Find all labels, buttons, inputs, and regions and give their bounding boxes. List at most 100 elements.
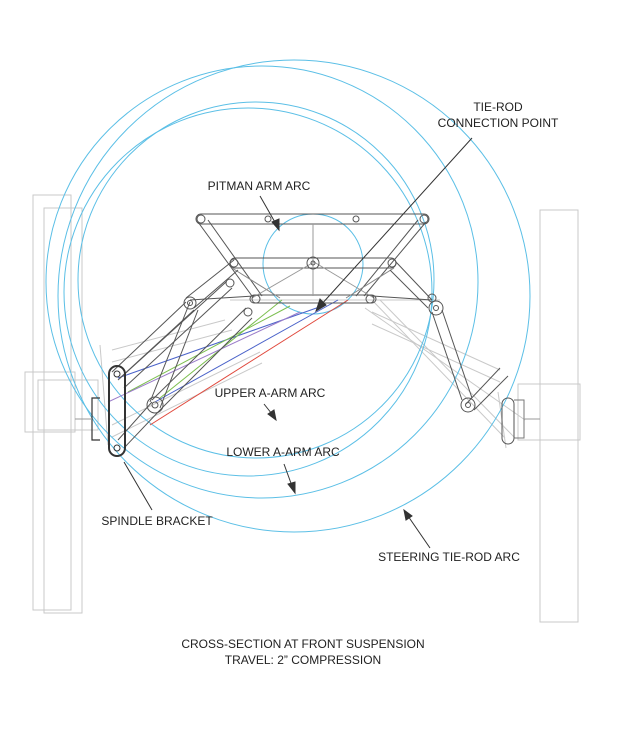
pitman-leader [259, 195, 277, 225]
left-wheel-outline-inner [43, 207, 83, 614]
pitman-pivot-inner [310, 260, 316, 266]
left-frame-diagonal [197, 221, 253, 297]
right-upper-outer-pivot-in [433, 305, 439, 311]
right-hub-ghost [517, 383, 581, 441]
red-link [149, 299, 349, 426]
left-tie-rod-b [123, 287, 233, 389]
steering-tie-rod-arc [57, 59, 531, 533]
caption-line1: CROSS-SECTION AT FRONT SUSPENSION [181, 637, 424, 651]
upper-a-arm-arc-label: UPPER A-ARM ARC [215, 386, 326, 400]
spindle-bottom-pivot [113, 444, 121, 452]
left-frame-diagonal-b [207, 219, 263, 297]
spindle-bracket-label: SPINDLE BRACKET [101, 514, 213, 528]
ghost-lower-arm-right-b [379, 299, 516, 439]
outer-tie-rod-arc [63, 107, 433, 477]
left-upper-arm-bot [193, 269, 239, 309]
left-lower-arm-a [149, 301, 191, 403]
pivot-top-right [419, 214, 429, 224]
ghost-tie-rod-right [364, 307, 526, 421]
right-strut-a [431, 311, 463, 401]
right-spindle [501, 397, 515, 445]
pivot-mid-right [387, 258, 397, 268]
pivot-top-center [264, 215, 272, 223]
left-lower-ball-joint [146, 396, 164, 414]
left-hub-ghost-2 [37, 379, 99, 431]
upper-arm-arrowhead [267, 409, 277, 422]
right-upper-arm-b [389, 269, 429, 309]
caption: CROSS-SECTION AT FRONT SUSPENSION TRAVEL… [181, 637, 424, 667]
left-lower-arm-d [159, 317, 253, 411]
spindle-bracket [75, 365, 126, 457]
top-crossbar [195, 213, 430, 225]
right-lower-b [473, 375, 509, 411]
left-suspension [111, 259, 255, 449]
ghost-lower-arm-left [111, 351, 261, 426]
tie-rod-arrowhead [315, 298, 327, 313]
caption-line2: TRAVEL: 2” COMPRESSION [225, 653, 381, 667]
arcs [45, 59, 531, 533]
left-upper-outer-pivot-in [187, 300, 193, 306]
lower-a-arm-arc [45, 65, 479, 499]
blue-link-2 [117, 304, 326, 379]
left-wheel-outline [32, 194, 72, 611]
tie-rod-leader [319, 137, 473, 307]
right-upper-outer-pivot [428, 300, 444, 316]
ghost-upper-arm-left [111, 319, 226, 351]
right-frame-diagonal [363, 221, 427, 297]
spindle-leader [123, 461, 153, 511]
left-lower-ball-joint-in [151, 401, 159, 409]
left-lower-arm-b [159, 309, 199, 409]
ghost-upper-arm-right [371, 311, 501, 371]
cross-brace-1 [251, 261, 315, 299]
left-arm-to-spindle-a [111, 301, 187, 373]
link-lines [107, 299, 349, 426]
tie-rod-label-line2: CONNECTION POINT [438, 116, 559, 130]
ghost-left-knuckle [99, 344, 109, 446]
pitman-arrowhead [271, 218, 280, 232]
green-link-2 [127, 305, 291, 393]
left-upper-outer-pivot [183, 296, 197, 310]
upper-a-arm-arc [77, 101, 435, 459]
right-strut-b [441, 309, 473, 399]
left-lower-to-spindle-a [117, 401, 153, 441]
lower-crossbar [249, 294, 377, 304]
left-tie-rod-a [117, 281, 227, 381]
ghost-lower-arm-right [371, 299, 506, 439]
left-upper-arm-rear [189, 295, 255, 301]
steering-arrowhead [403, 508, 413, 521]
spindle-top-pivot [113, 370, 121, 378]
purple-link [107, 311, 301, 403]
right-lower-ball-joint-in [465, 402, 471, 408]
steering-tie-rod-arc-label: STEERING TIE-ROD ARC [378, 550, 520, 564]
right-wheel-outline [539, 209, 579, 623]
right-upper-arm-a [395, 261, 433, 301]
pivot-low-left [251, 294, 261, 304]
right-lower-ball-joint [460, 397, 476, 413]
right-frame-diagonal-b [355, 219, 419, 297]
pitman-pivot [306, 256, 320, 270]
left-tie-rod-end [225, 278, 235, 288]
right-lower-a [465, 367, 501, 405]
leaders [123, 137, 473, 549]
lower-a-arm-arc-label: LOWER A-ARM ARC [226, 445, 340, 459]
pitman-arm-arc-label: PITMAN ARM ARC [208, 179, 311, 193]
inner-brace-right [345, 267, 395, 299]
right-suspension [371, 261, 540, 445]
left-hub-ghost [24, 371, 76, 433]
left-upper-arm-top [185, 259, 235, 299]
pivot-low-right [365, 294, 375, 304]
left-knuckle [91, 397, 100, 441]
tie-rod-label-line1: TIE-ROD [473, 100, 523, 114]
inner-brace-left [231, 267, 281, 299]
right-knuckle [514, 399, 525, 439]
pivot-top-left [196, 214, 206, 224]
ghost-upper-arm-right-b [371, 323, 501, 383]
left-lower-arm-c [151, 307, 247, 401]
pivot-top-center-r [352, 215, 360, 223]
steering-leader [407, 515, 431, 549]
left-lower-inner [243, 307, 253, 317]
left-lower-to-spindle-b [123, 409, 161, 449]
lower-arm-arrowhead [287, 481, 296, 495]
ghost-geometry [24, 194, 581, 623]
